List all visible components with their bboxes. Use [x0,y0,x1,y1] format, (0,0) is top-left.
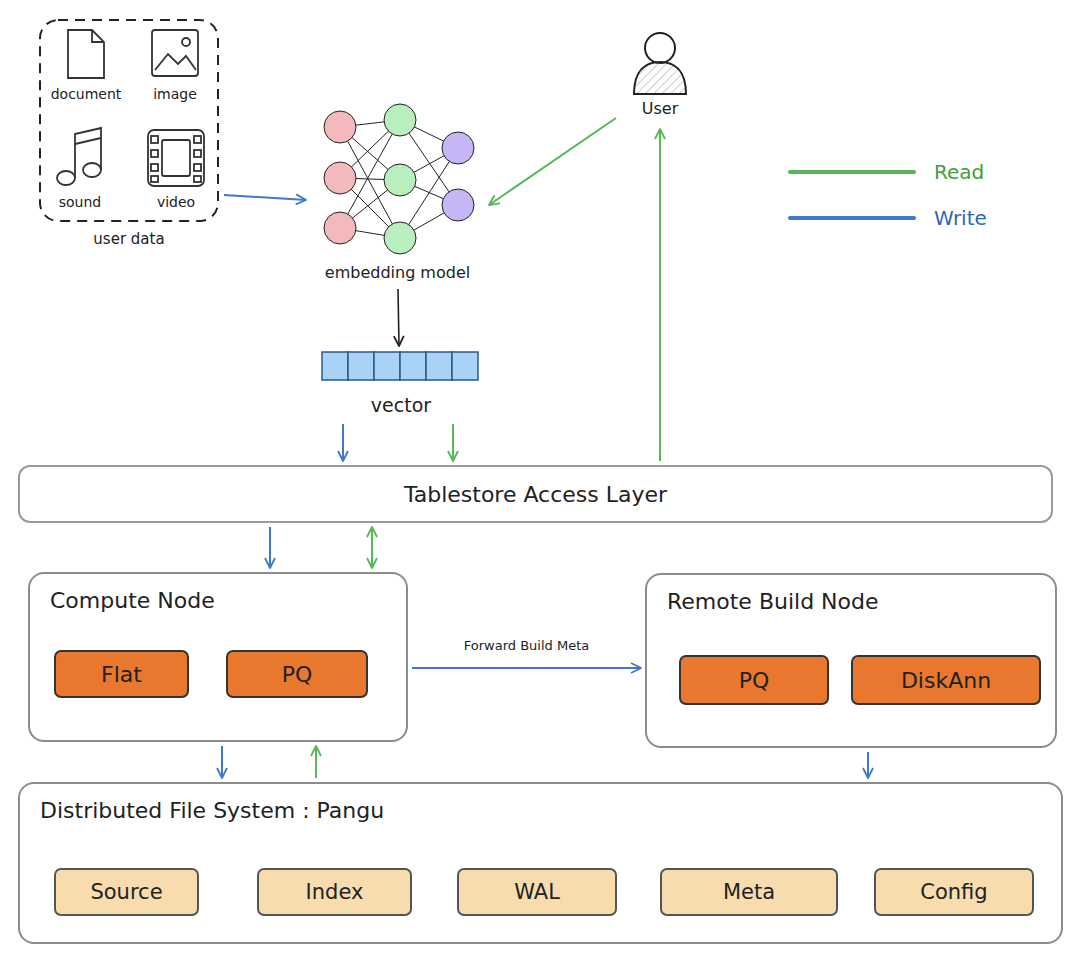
data-group: user data [38,18,220,253]
connector [867,752,869,778]
box-label: User [620,99,700,118]
box-label: vector [320,394,482,416]
box-label: DiskAnn [901,668,991,693]
box-label: Meta [723,880,775,904]
layer-bar: Tablestore Access Layer [18,465,1053,523]
image-icon [152,30,198,76]
index-box: PQ [226,650,368,698]
icon-caption: video [157,194,195,210]
connector [315,746,317,778]
legend-entry: Read [788,160,984,184]
node-panel: Distributed File System : PanguSource Ind… [18,782,1063,944]
box-label: embedding model [310,263,485,282]
box-label: PQ [282,662,313,687]
icon-caption: sound [59,194,102,210]
connector [269,527,271,568]
node-panel: Compute NodeFlat PQ [28,572,408,742]
icon-caption: document [51,86,122,102]
box-label: Tablestore Access Layer [404,482,667,507]
index-box: Flat [54,650,189,698]
box-label: Config [920,880,987,904]
legend-entry: Write [788,206,987,230]
panel-title: Distributed File System : Pangu [40,798,384,823]
dashed-outline [38,18,220,223]
sound-icon [57,128,101,185]
legend-text: Write [934,206,987,230]
component: vector [320,350,482,420]
connector [224,195,306,200]
component: User [620,25,700,125]
legend-line [788,214,918,222]
storage-box: Source [54,868,199,916]
connector [489,118,616,205]
edge-label: Forward Build Meta [461,638,592,653]
panel-title: Remote Build Node [667,589,879,614]
video-icon [148,130,204,186]
document-icon [68,30,104,78]
connector [371,527,373,568]
box-label: WAL [514,880,560,904]
box-label: Index [306,880,364,904]
node-panel: Remote Build NodePQ DiskAnn [645,573,1057,748]
component: embedding model [310,105,485,285]
index-box: DiskAnn [851,655,1041,705]
connector [342,424,344,461]
box-label: Source [90,880,162,904]
storage-box: Config [874,868,1034,916]
storage-box: WAL [457,868,617,916]
legend-text: Read [934,160,984,184]
connector [452,424,454,461]
index-box: PQ [679,655,829,705]
storage-box: Index [257,868,412,916]
user-icon [634,33,686,94]
box-label: Flat [101,662,142,687]
connector [221,746,223,778]
panel-title: Compute Node [50,588,215,613]
neural-net [324,104,474,254]
vector-cells [322,352,478,380]
box-label: user data [38,230,220,248]
storage-box: Meta [660,868,838,916]
connector [412,667,641,669]
box-label: PQ [739,668,770,693]
legend-line [788,168,918,176]
connector [398,289,399,346]
icon-caption: image [153,86,197,102]
connector [659,129,661,461]
